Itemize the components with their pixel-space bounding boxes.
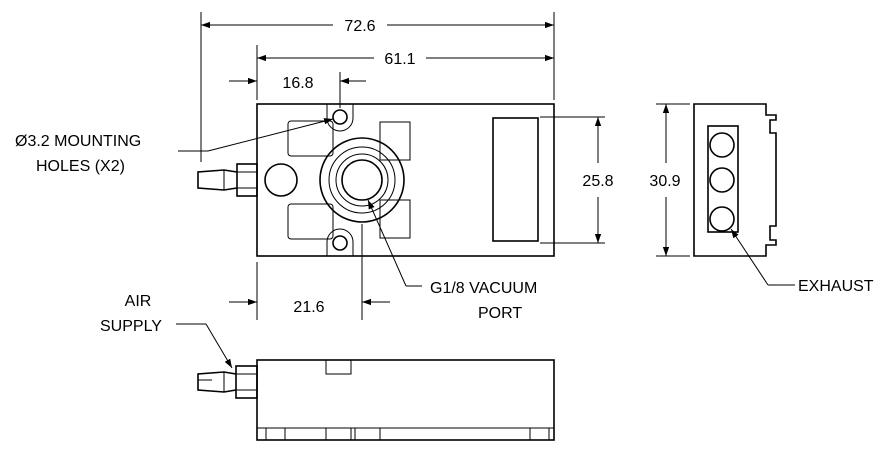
front-view xyxy=(197,359,555,441)
exhaust-hole-3 xyxy=(709,206,735,232)
front-view-body xyxy=(256,359,555,441)
fitting-nut xyxy=(236,163,258,197)
side-boss xyxy=(264,163,298,197)
top-view-dimensions: 72.6 61.1 16.8 21.6 25.8 xyxy=(200,12,614,320)
exhaust-hole-1 xyxy=(709,132,735,158)
top-view xyxy=(197,103,555,257)
front-fitting-nut xyxy=(235,365,258,399)
exhaust-window xyxy=(707,125,739,233)
right-upper-pocket xyxy=(379,121,411,161)
exhaust-hole-2 xyxy=(709,167,735,193)
callout-air-supply-line2: SUPPLY xyxy=(100,318,162,335)
callout-mounting-holes-line1: Ø3.2 MOUNTING xyxy=(15,133,141,150)
front-fitting-barb xyxy=(197,371,237,393)
left-lower-pocket xyxy=(287,203,334,240)
vacuum-port-outer xyxy=(319,137,405,223)
callouts: Ø3.2 MOUNTING HOLES (X2) G1/8 VACUUM POR… xyxy=(15,118,874,369)
mounting-hole-top xyxy=(332,109,348,125)
dim-overall-height: 30.9 xyxy=(649,173,680,190)
dim-port-offset: 21.6 xyxy=(293,299,324,316)
dim-body-height: 25.8 xyxy=(582,173,613,190)
mounting-hole-boss-top xyxy=(326,104,354,132)
callout-mounting-holes-line2: HOLES (X2) xyxy=(36,158,125,175)
dim-body-length: 61.1 xyxy=(384,51,415,68)
vacuum-port-ring xyxy=(328,146,396,214)
callout-vacuum-port-line1: G1/8 VACUUM xyxy=(430,280,537,297)
vacuum-port-ring-inner xyxy=(335,153,389,207)
mounting-hole-boss-bottom xyxy=(326,228,354,256)
left-upper-pocket xyxy=(287,120,334,157)
mounting-hole-bottom xyxy=(332,235,348,251)
callout-exhaust: EXHAUST xyxy=(798,278,874,295)
callout-air-supply-line1: AIR xyxy=(125,293,152,310)
pad-plate xyxy=(492,117,539,242)
side-view-body xyxy=(693,103,777,257)
callout-vacuum-port-line2: PORT xyxy=(478,305,522,322)
fitting-barb xyxy=(197,169,238,191)
side-view: 30.9 xyxy=(649,103,777,257)
right-lower-pocket xyxy=(379,199,411,239)
dim-overall-length: 72.6 xyxy=(344,18,375,35)
dim-hole-offset: 16.8 xyxy=(282,75,313,92)
vacuum-port-bore xyxy=(341,159,383,201)
